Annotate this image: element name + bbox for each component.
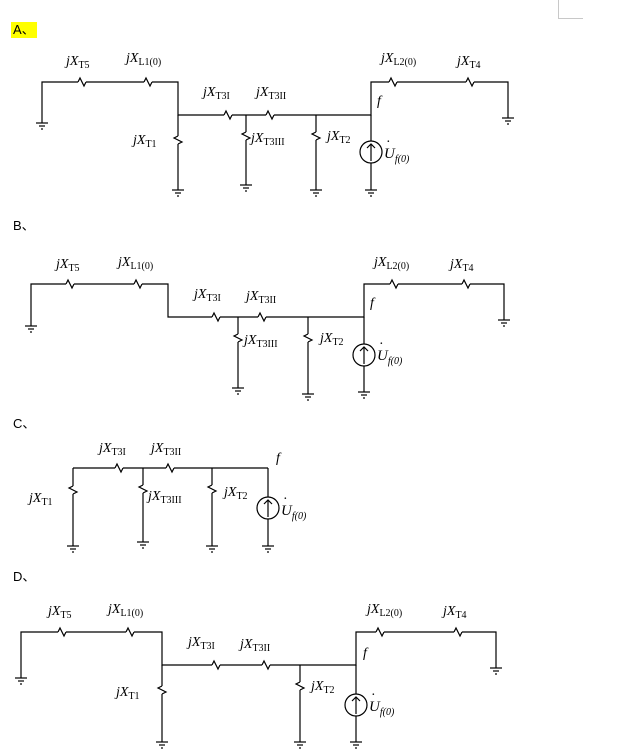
node-f-label: f [363,646,369,661]
label-jxt4: jXT4 [448,257,474,274]
label-jxt32: jXT3II [254,85,286,102]
source-label: Uf(0) [384,146,410,165]
source-dot: · [371,688,376,703]
node-f-label: f [377,94,383,109]
option-b-label[interactable]: B、 [13,218,35,233]
label-jxt31: jXT3I [201,85,230,102]
option-c-label[interactable]: C、 [13,416,36,431]
source-label: Uf(0) [369,699,395,718]
label-jxt31: jXT3I [97,441,126,458]
label-jxl1: jXL1(0) [116,255,153,272]
source-dot: · [386,135,391,150]
label-jxt33: jXT3III [242,333,278,350]
label-jxt5: jXT5 [54,257,80,274]
label-jxt2: jXT2 [309,679,335,696]
source-label: Uf(0) [281,503,307,522]
label-jxt33: jXT3III [249,131,285,148]
label-jxt33: jXT3III [146,489,182,506]
label-jxl2: jXL2(0) [379,51,416,68]
label-jxt2: jXT2 [325,129,351,146]
label-jxl2: jXL2(0) [365,602,402,619]
label-jxt31: jXT3I [192,287,221,304]
label-jxt32: jXT3II [238,637,270,654]
circuit-d: jXT5 jXL1(0) jXT3I jXT3II jXT1 jXT2 jXL2… [15,602,502,749]
option-d-label[interactable]: D、 [13,569,36,584]
label-jxt4: jXT4 [441,604,467,621]
circuit-a: jXT5 jXL1(0) jXT3I jXT3II jXT3III jXT1 j… [36,51,514,197]
label-jxt31: jXT3I [186,635,215,652]
label-jxt32: jXT3II [149,441,181,458]
source-label: Uf(0) [377,348,403,367]
label-jxt5: jXT5 [46,604,72,621]
label-jxt1: jXT1 [27,491,53,508]
circuit-b: jXT5 jXL1(0) jXT3I jXT3II jXT3III jXT2 j… [25,255,510,401]
source-dot: · [379,337,384,352]
label-jxl1: jXL1(0) [106,602,143,619]
label-jxt32: jXT3II [244,289,276,306]
label-jxt1: jXT1 [131,133,157,150]
label-jxt4: jXT4 [455,54,481,71]
node-f-label: f [370,296,376,311]
label-jxl2: jXL2(0) [372,255,409,272]
label-jxt2: jXT2 [318,331,344,348]
circuit-c: jXT3I jXT3II jXT3III jXT1 jXT2 f · Uf(0) [27,441,307,553]
label-jxt1: jXT1 [114,685,140,702]
label-jxt2: jXT2 [222,485,248,502]
window-corner [558,0,583,19]
label-jxl1: jXL1(0) [124,51,161,68]
option-a-label[interactable]: A、 [11,22,37,38]
source-dot: · [283,492,288,507]
label-jxt5: jXT5 [64,54,90,71]
node-f-label: f [276,451,282,466]
